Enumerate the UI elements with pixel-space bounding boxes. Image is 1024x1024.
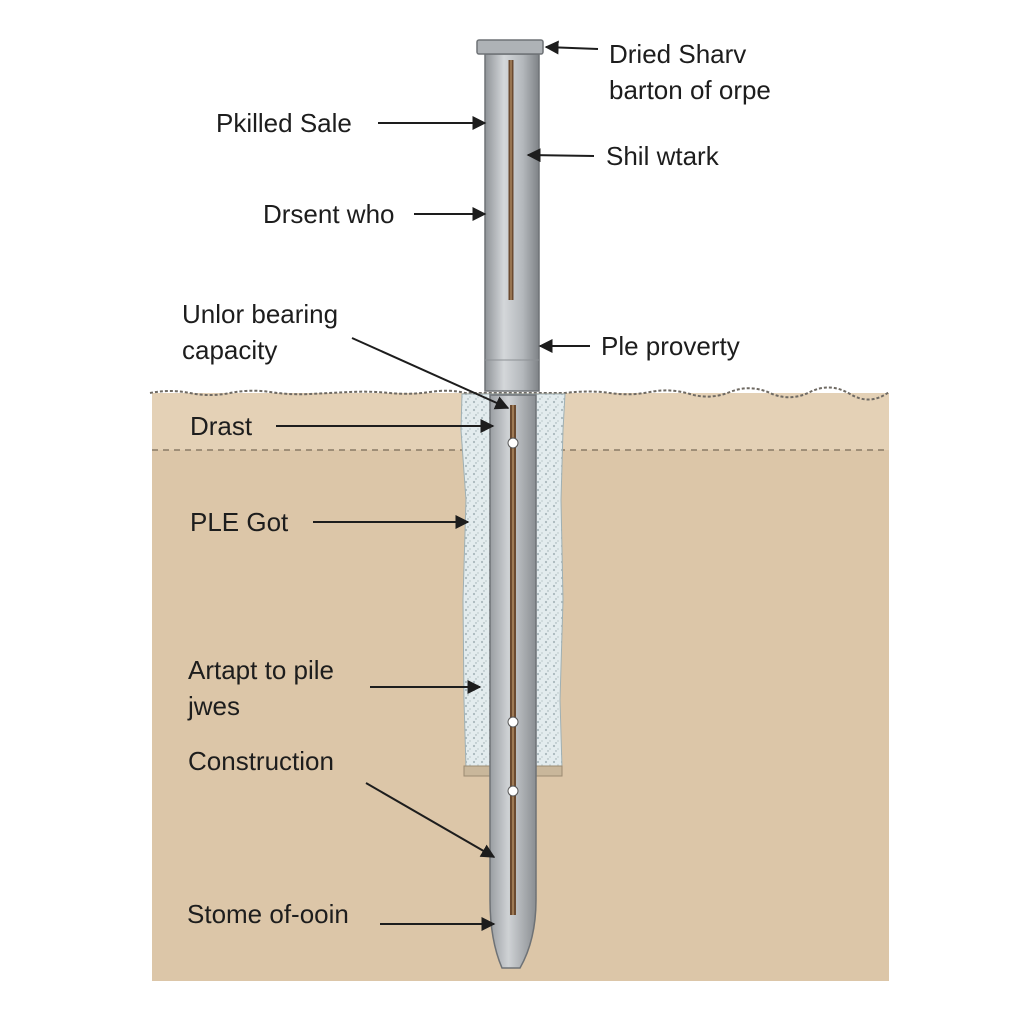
arrow-shil-wtark: [526, 148, 595, 163]
label-construction: Construction: [188, 746, 334, 776]
label-ple-got: PLE Got: [190, 507, 289, 537]
label-drast: Drast: [190, 411, 253, 441]
label-dried-sharv-line2: barton of orpe: [609, 75, 771, 105]
ground-surface-line: [149, 386, 890, 401]
label-unlor-bearing-line1: Unlor bearing: [182, 299, 339, 329]
label-unlor-bearing: Unlor bearing capacity: [182, 296, 338, 368]
label-artapt-line1: Artapt to pile: [188, 655, 334, 685]
arrow-construction: [365, 782, 496, 858]
label-artapt: Artapt to pile jwes: [188, 652, 334, 724]
label-dried-sharv-line1: Dried Sharv: [609, 39, 747, 69]
label-dried-sharv: Dried Sharv barton of orpe: [609, 36, 771, 108]
lower-pile: [489, 394, 537, 969]
upper-pile: [476, 39, 544, 392]
label-stome: Stome of-ooin: [187, 899, 349, 929]
label-shil-wtark: Shil wtark: [606, 141, 719, 171]
leader-arrows: [276, 40, 599, 931]
label-unlor-bearing-line2: capacity: [182, 335, 278, 365]
label-ple-proverty: Ple proverty: [601, 331, 740, 361]
label-artapt-line2: jwes: [188, 691, 241, 721]
pile-cap: [476, 39, 544, 55]
arrow-unlor-bearing: [351, 337, 510, 410]
label-drsent-who: Drsent who: [263, 199, 395, 229]
label-pkilled-sale: Pkilled Sale: [216, 108, 352, 138]
arrow-dried-sharv: [544, 40, 599, 55]
